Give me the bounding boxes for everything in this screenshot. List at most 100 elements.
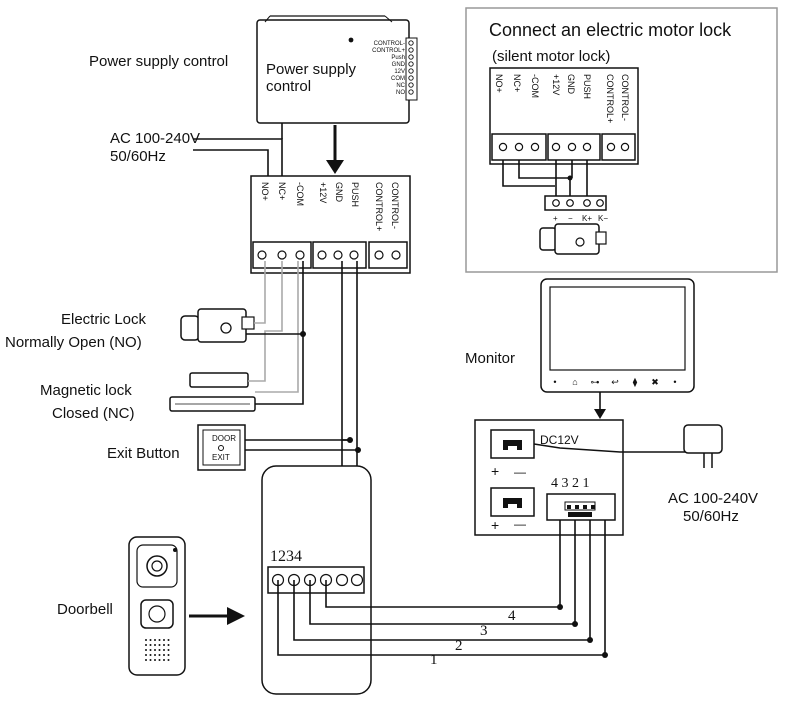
ac-input-right-line2: 50/60Hz [683, 508, 739, 525]
ac-input-top-line2: 50/60Hz [110, 148, 166, 165]
terminal-label: CONTROL+ [374, 182, 384, 231]
psu-pin-label: Push [391, 55, 405, 61]
inset-terminal-screw [582, 142, 592, 152]
inset-terminal-label: PUSH [582, 74, 592, 99]
psu-pin [408, 47, 414, 53]
inset-terminal-label: -COM [530, 74, 540, 98]
terminal-screw [295, 250, 305, 260]
magnetic-lock-label-1: Magnetic lock [40, 382, 132, 399]
psu-pin-label: GND [392, 62, 406, 68]
monitor-button[interactable]: ⌂ [572, 377, 577, 387]
psu-pin-label: 12V [394, 69, 405, 75]
magnetic-lock-label-2: Closed (NC) [52, 405, 135, 422]
wire-2-label: 2 [455, 638, 463, 654]
terminal-label: PUSH [350, 182, 360, 207]
power-supply-control-label: Power supply control [89, 53, 228, 70]
terminal-label: GND [334, 182, 344, 203]
electric-lock-icon [180, 308, 255, 343]
terminal-screw [374, 250, 384, 260]
terminal-screw [391, 250, 401, 260]
monitor-terminal-numbers: 4 3 2 1 [551, 476, 590, 491]
inset-terminal-label: CONTROL- [620, 74, 630, 121]
psu-pin-label: NC [396, 83, 405, 89]
ac-input-top-line1: AC 100-240V [110, 130, 200, 147]
psu-pin [408, 68, 414, 74]
wire-3-label: 3 [480, 623, 488, 639]
power-adapter-icon [683, 424, 723, 468]
arrow-down-icon [326, 160, 344, 174]
monitor-back-panel: DC12V + — + — 4 3 2 1 [474, 419, 624, 536]
motor-terminal-label: + [553, 214, 558, 223]
minus-sign-top: — [514, 465, 526, 479]
monitor-button[interactable]: ↩ [611, 377, 619, 387]
terminal-label: CONTROL- [390, 182, 400, 229]
inset-terminal-screw [606, 142, 616, 152]
terminal-label: NO+ [260, 182, 270, 201]
psu-pin [408, 75, 414, 81]
monitor-button[interactable]: • [673, 377, 676, 387]
psu-inner-label-1: Power supply [266, 61, 357, 78]
terminal-label: +12V [318, 182, 328, 203]
monitor-unit: • ⌂ ⊶ ↩ ⧫ ✖ • [540, 278, 695, 393]
monitor-button[interactable]: ⧫ [633, 377, 638, 388]
ac-input-right-line1: AC 100-240V [668, 490, 758, 507]
terminal-label: -COM [295, 182, 305, 206]
wire-1-label: 1 [430, 652, 438, 668]
inset-terminal-label: CONTROL+ [605, 74, 615, 123]
exit-button-icon: DOOR EXIT [197, 424, 246, 471]
exit-button-face-line2: EXIT [212, 453, 230, 462]
inset-terminal-screw [620, 142, 630, 152]
electric-lock-label-2: Normally Open (NO) [5, 334, 142, 351]
motor-terminal-screw [583, 199, 591, 207]
monitor-button[interactable]: ✖ [651, 377, 659, 387]
arrow-right-icon [227, 607, 245, 625]
psu-pin [408, 54, 414, 60]
inset-terminal-screw [498, 142, 508, 152]
magnetic-lock-icon [169, 372, 256, 412]
motor-terminal-label: K− [598, 214, 608, 223]
power-supply-module: Power supply control CONTROL-CONTROL+Pus… [256, 15, 418, 124]
inset-title: Connect an electric motor lock [489, 20, 732, 40]
psu-pin-label: CONTROL- [374, 41, 405, 47]
terminal-label: NC+ [277, 182, 287, 200]
exit-button-face-line1: DOOR [212, 434, 236, 443]
psu-pin [408, 40, 414, 46]
minus-sign-bottom: — [514, 517, 526, 531]
doorbell-terminal-screw [335, 573, 349, 587]
monitor-button[interactable]: • [553, 377, 556, 387]
monitor-button[interactable]: ⊶ [591, 377, 600, 387]
terminal-screw [333, 250, 343, 260]
monitor-label: Monitor [465, 350, 515, 367]
psu-pin-label: CONTROL+ [372, 48, 405, 54]
psu-pin-label: COM [391, 76, 405, 82]
motor-terminal-screw [552, 199, 560, 207]
psu-pin-label: NO [396, 90, 405, 96]
plus-sign-bottom: + [491, 517, 499, 533]
dc12v-label: DC12V [540, 433, 579, 447]
terminal-screw [317, 250, 327, 260]
inset-terminal-screw [514, 142, 524, 152]
motor-terminal-screw [566, 199, 574, 207]
inset-terminal-label: NO+ [494, 74, 504, 93]
psu-pin [408, 61, 414, 67]
terminal-screw [349, 250, 359, 260]
inset-terminal-screw [530, 142, 540, 152]
psu-pin [408, 89, 414, 95]
inset-terminal-screw [551, 142, 561, 152]
motor-terminal-label: − [568, 214, 573, 223]
doorbell-terminal-numbers: 1234 [270, 548, 302, 565]
motor-lock-inset: Connect an electric motor lock (silent m… [465, 7, 778, 273]
motor-terminal-label: K+ [582, 214, 592, 223]
electric-lock-label-1: Electric Lock [61, 311, 147, 328]
arrow-down-small-icon [594, 409, 606, 419]
doorbell-terminal-screw [350, 573, 364, 587]
exit-button-label: Exit Button [107, 445, 180, 462]
main-terminal-block: NO+ NC+ -COM +12V GND PUSH CONTROL+ CONTROL- [250, 175, 411, 274]
inset-terminal-screw [567, 142, 577, 152]
psu-inner-label-2: control [266, 78, 311, 95]
terminal-screw [257, 250, 267, 260]
inset-terminal-label: GND [566, 74, 576, 95]
inset-terminal-label: NC+ [512, 74, 522, 92]
